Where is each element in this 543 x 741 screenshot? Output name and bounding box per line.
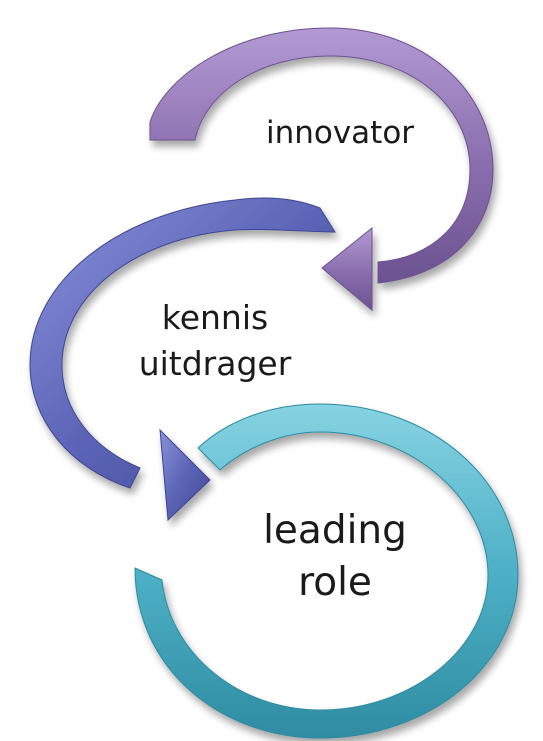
arrow-innovator xyxy=(149,27,494,312)
ring-leading-role xyxy=(134,403,519,739)
label-leading-line-1: leading xyxy=(263,508,407,553)
label-kennis-line-1: kennis xyxy=(161,298,269,337)
label-leading-role: leading role xyxy=(200,505,470,609)
arrow-innovator-head xyxy=(321,226,373,312)
label-innovator: innovator xyxy=(200,113,480,153)
arrow-kennis xyxy=(29,197,336,522)
label-innovator-line-1: innovator xyxy=(265,115,415,151)
ring-leading-role-body xyxy=(134,403,519,739)
label-kennis-uitdrager: kennis uitdrager xyxy=(90,295,340,387)
label-kennis-line-2: uitdrager xyxy=(138,344,292,383)
arrow-kennis-head xyxy=(159,428,211,522)
arrow-kennis-body xyxy=(29,197,336,489)
arrow-innovator-body xyxy=(149,27,494,284)
label-leading-line-2: role xyxy=(298,560,372,605)
